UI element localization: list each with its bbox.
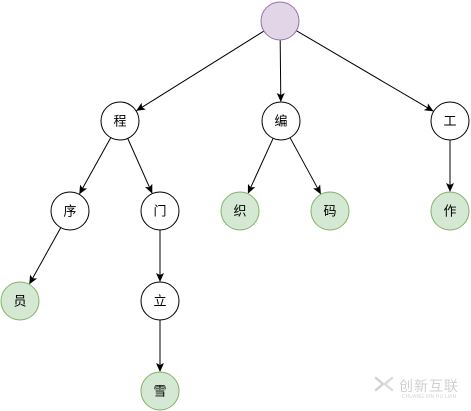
node-li: 立 (140, 281, 180, 321)
node-xue: 雪 (140, 371, 180, 411)
node-circle-yuan (0, 281, 40, 321)
node-circle-gong (430, 101, 470, 141)
node-label-xue: 雪 (153, 385, 166, 400)
node-label-yuan: 员 (13, 295, 26, 310)
watermark-text: 创新互联 (399, 379, 459, 395)
node-zhi: 织 (220, 191, 260, 231)
edge-root-to-gong (296, 30, 434, 112)
node-label-zhi: 织 (233, 205, 246, 220)
edge-root-to-cheng (136, 30, 265, 111)
node-label-bian: 编 (274, 115, 287, 130)
edges (29, 30, 454, 372)
chuangxin-logo-icon (372, 374, 396, 398)
node-label-zuo: 作 (443, 205, 456, 220)
node-circle-zuo (430, 191, 470, 231)
edge-bian-to-ma (289, 137, 321, 195)
edge-xu-to-yuan (29, 227, 62, 285)
node-circle-xue (140, 371, 180, 411)
edge-root-to-bian (276, 39, 285, 103)
edge-cheng-to-xu (79, 137, 112, 195)
node-circle-xu (50, 191, 90, 231)
node-men: 门 (140, 191, 180, 231)
node-ma: 码 (310, 191, 350, 231)
node-zuo: 作 (430, 191, 470, 231)
node-label-li: 立 (153, 295, 166, 310)
node-label-xu: 序 (63, 205, 76, 220)
node-label-gong: 工 (443, 115, 456, 130)
node-yuan: 员 (0, 281, 40, 321)
node-xu: 序 (50, 191, 90, 231)
watermark: 创新互联 (372, 374, 459, 398)
edge-bian-to-zhi (247, 138, 274, 194)
node-circle-cheng (100, 101, 140, 141)
node-cheng: 程 (100, 101, 140, 141)
node-gong: 工 (430, 101, 470, 141)
node-bian: 编 (261, 101, 301, 141)
node-label-ma: 码 (323, 205, 336, 220)
node-circle-root (260, 1, 300, 41)
node-circle-ma (310, 191, 350, 231)
node-circle-li (140, 281, 180, 321)
watermark-subtext: CHUANG XIN HU LIAN (402, 394, 457, 400)
node-circle-bian (261, 101, 301, 141)
node-label-men: 门 (153, 205, 166, 220)
edge-cheng-to-men (127, 138, 153, 194)
node-label-cheng: 程 (113, 115, 126, 130)
node-root (260, 1, 300, 41)
node-circle-men (140, 191, 180, 231)
node-circle-zhi (220, 191, 260, 231)
